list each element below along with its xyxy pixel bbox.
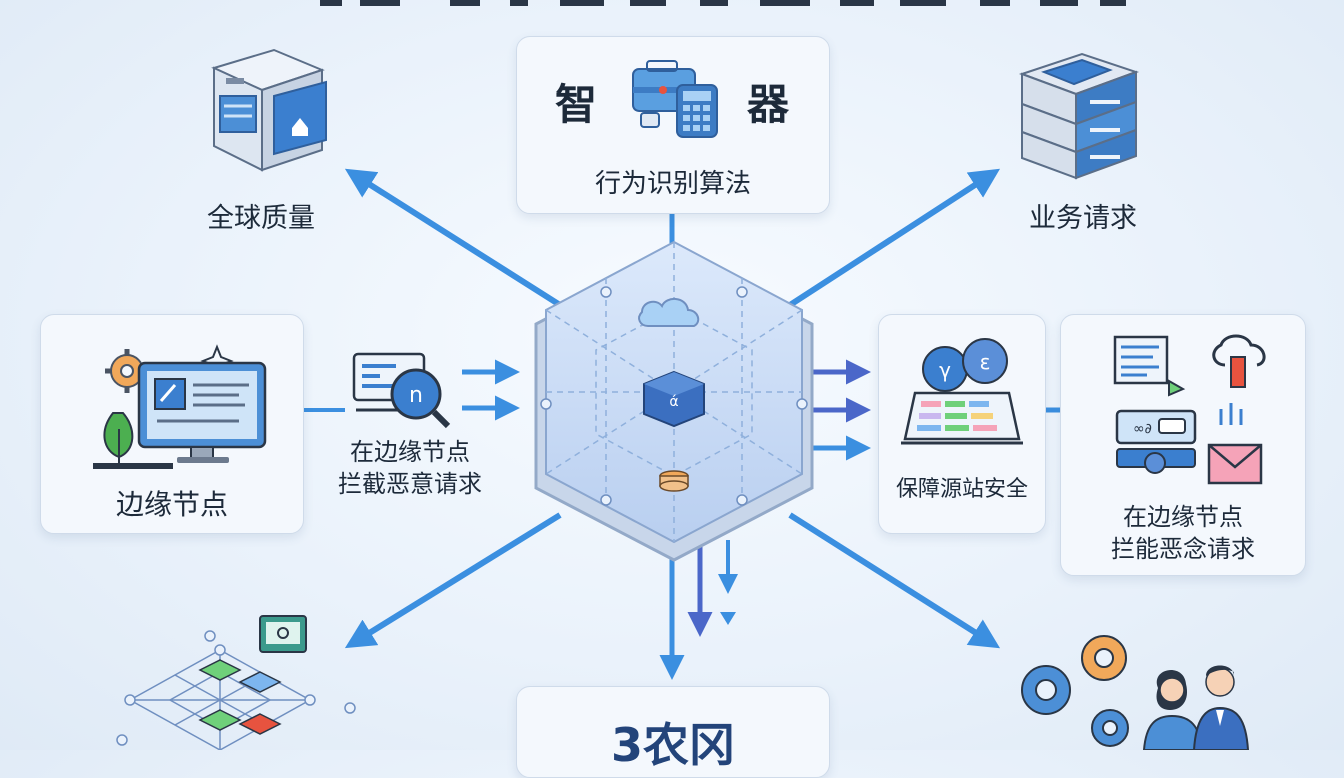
gear-icon	[1021, 665, 1071, 715]
arrow-to-bottom-right	[788, 512, 1001, 649]
card-edge-intercept: ∞∂ 在边缘节点 拦能恶念请求	[1060, 314, 1306, 576]
caption-line-1: 在边缘节点	[350, 438, 470, 466]
person-icon	[1192, 665, 1250, 750]
card-edge-node: 边缘节点	[40, 314, 304, 534]
arrow-to-top-right	[788, 168, 1001, 308]
card-caption: 在边缘节点 拦能恶念请求	[1061, 501, 1305, 565]
card-protect-origin: γ ε 保障源站安全	[878, 314, 1046, 534]
security-icons-cluster: ∞∂	[1113, 334, 1266, 485]
bubble-glyph-b: ε	[980, 350, 991, 374]
magnifier-terminal-icon: n	[352, 352, 451, 429]
card-title-right: 器	[747, 80, 790, 129]
terminal-glyph: ∞∂	[1133, 421, 1152, 437]
card-behavior-recognition: 智 器 行为识别算法	[516, 36, 830, 214]
caption-line-2: 拦能恶念请求	[1111, 535, 1255, 563]
cube-icon: ά	[643, 370, 705, 428]
document-icon	[1113, 335, 1186, 397]
card-caption: 保障源站安全	[895, 477, 1028, 502]
card-caption: 边缘节点	[115, 488, 228, 521]
arrow-down-tip	[720, 612, 736, 625]
cloud-lock-icon	[1212, 334, 1266, 425]
folder-calculator-icon	[632, 60, 718, 138]
node-caption-top-left: 全球质量	[207, 203, 315, 234]
card-caption: 行为识别算法	[594, 169, 751, 199]
caption-line-1: 在边缘节点	[1123, 503, 1243, 531]
network-grid-icon	[116, 615, 356, 750]
person-icon	[1142, 670, 1204, 750]
arrow-to-top-left	[344, 168, 562, 308]
cube-glyph: ά	[669, 394, 678, 410]
cloud-icon	[638, 298, 700, 327]
arrow-to-bottom-left	[344, 512, 562, 649]
gear-icon	[1091, 709, 1129, 747]
gear-icon	[105, 349, 149, 393]
card-title-left: 智	[555, 80, 598, 129]
node-caption-top-right: 业务请求	[1029, 203, 1137, 234]
terminal-mouse-icon: ∞∂	[1115, 409, 1197, 474]
bubble-glyph-a: γ	[939, 358, 951, 382]
mail-icon	[1207, 443, 1263, 485]
gear-icon	[1081, 635, 1127, 681]
title-fragment-shapes	[320, 0, 1126, 6]
connector-arrows	[250, 168, 1098, 680]
team-gears-icon	[1021, 635, 1250, 750]
database-icon	[659, 470, 689, 492]
chart-board-icon: γ ε	[901, 338, 1023, 445]
computer-monitor-icon	[93, 344, 267, 469]
server-box-icon	[211, 48, 327, 172]
server-rack-icon	[1018, 52, 1140, 180]
card-bottom-center: 3农冈	[516, 686, 830, 778]
card-caption: 3农冈	[610, 718, 735, 772]
caption-line-2: 拦截恶意请求	[338, 470, 482, 498]
magnifier-glyph: n	[409, 383, 423, 408]
node-caption-intercept: 在边缘节点 拦截恶意请求	[325, 436, 495, 500]
title-strip	[300, 0, 1160, 10]
plant-icon	[93, 412, 173, 469]
central-hexagon-hub: ά	[534, 240, 814, 562]
